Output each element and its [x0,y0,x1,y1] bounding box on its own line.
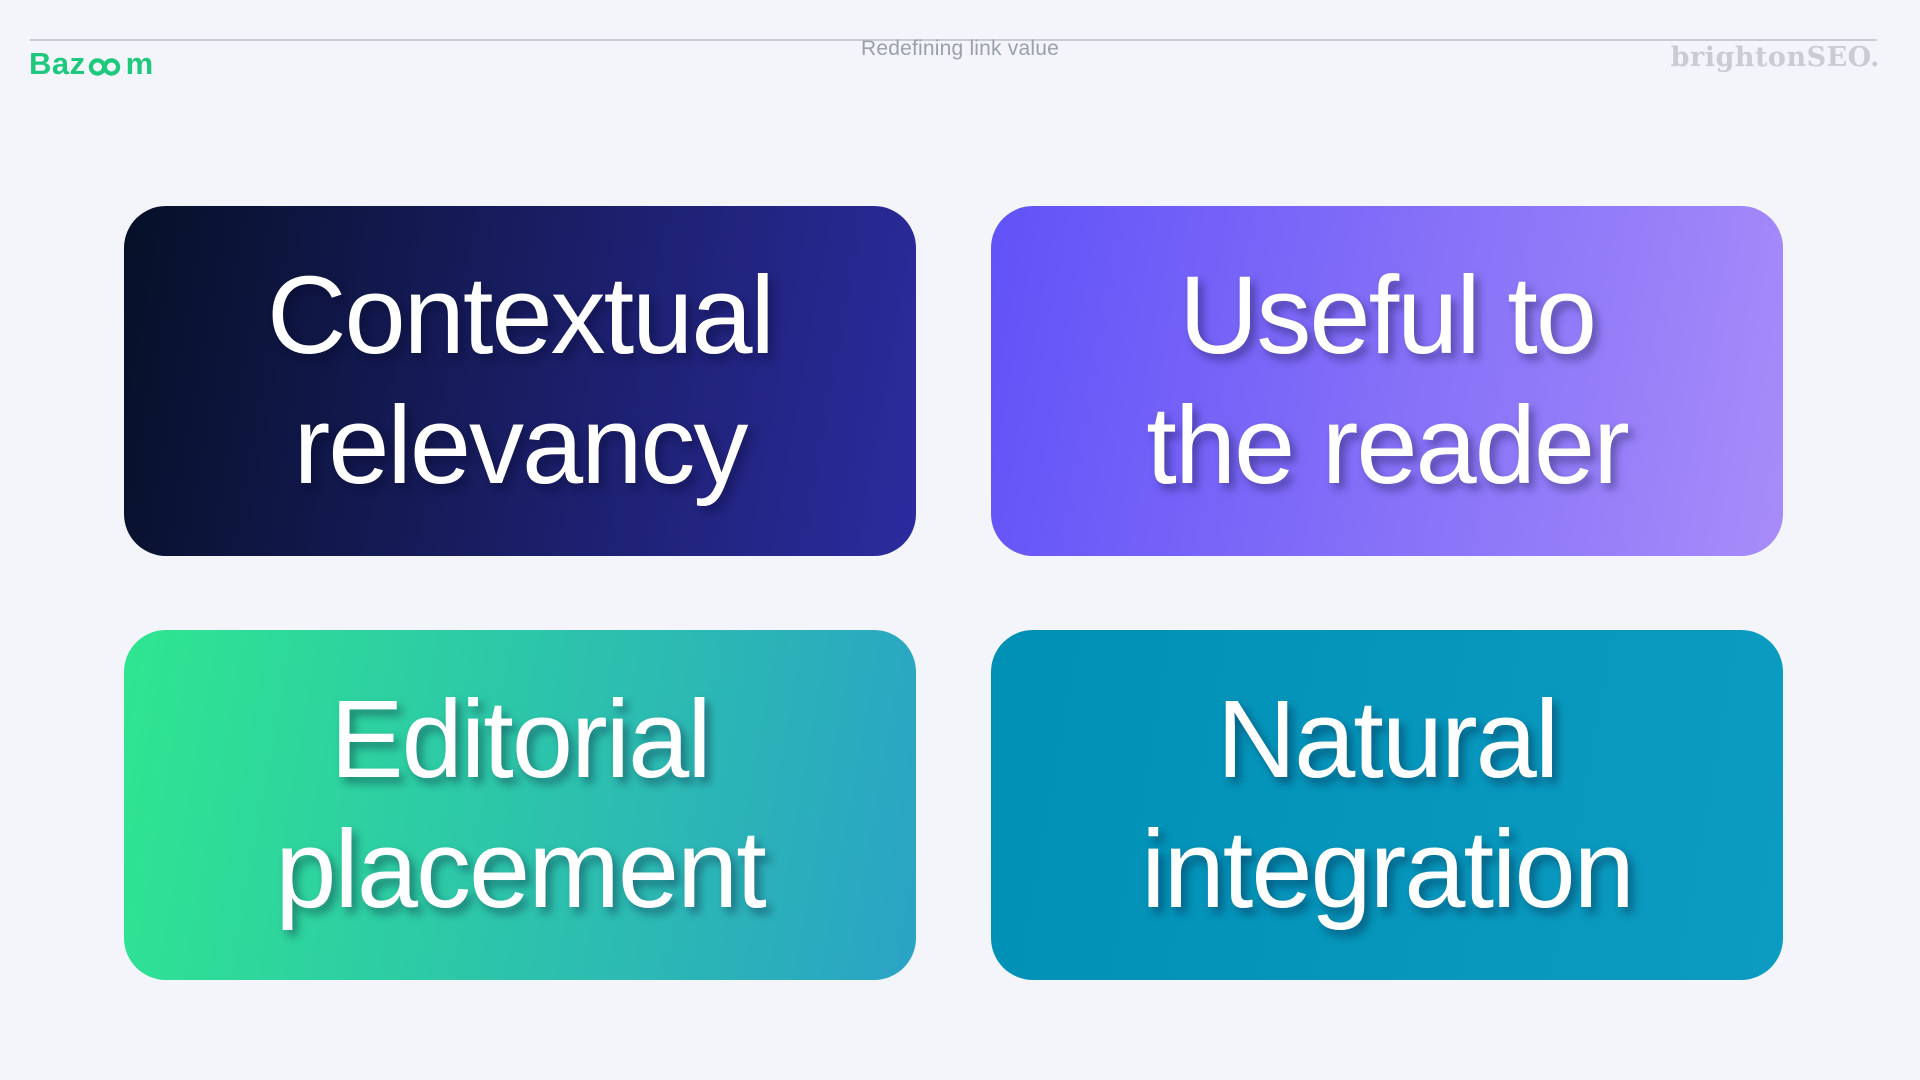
logo-text-suffix: m [125,46,154,81]
bazoom-chain-oo-icon [88,58,120,76]
card-natural-integration: Natural integration [991,630,1783,980]
card-line: placement [275,808,767,931]
card-line: the reader [1146,384,1629,507]
bazoom-logo: Baz m [29,46,154,82]
logo-text-prefix: Baz [29,46,86,81]
card-grid: Contextual relevancy Useful to the reade… [124,206,1783,980]
card-line: relevancy [293,384,749,507]
card-line: Useful to [1178,254,1597,378]
card-contextual-relevancy: Contextual relevancy [124,206,916,556]
card-line: Contextual [267,254,775,378]
header-divider [30,39,1877,41]
card-line: Editorial [330,678,711,802]
slide-title: Redefining link value [861,37,1059,60]
brightonseo-wordmark: brightonSEO. [1670,42,1880,73]
card-useful-to-reader: Useful to the reader [991,206,1783,556]
card-line: Natural [1216,678,1560,802]
card-line: integration [1141,808,1635,931]
card-editorial-placement: Editorial placement [124,630,916,980]
